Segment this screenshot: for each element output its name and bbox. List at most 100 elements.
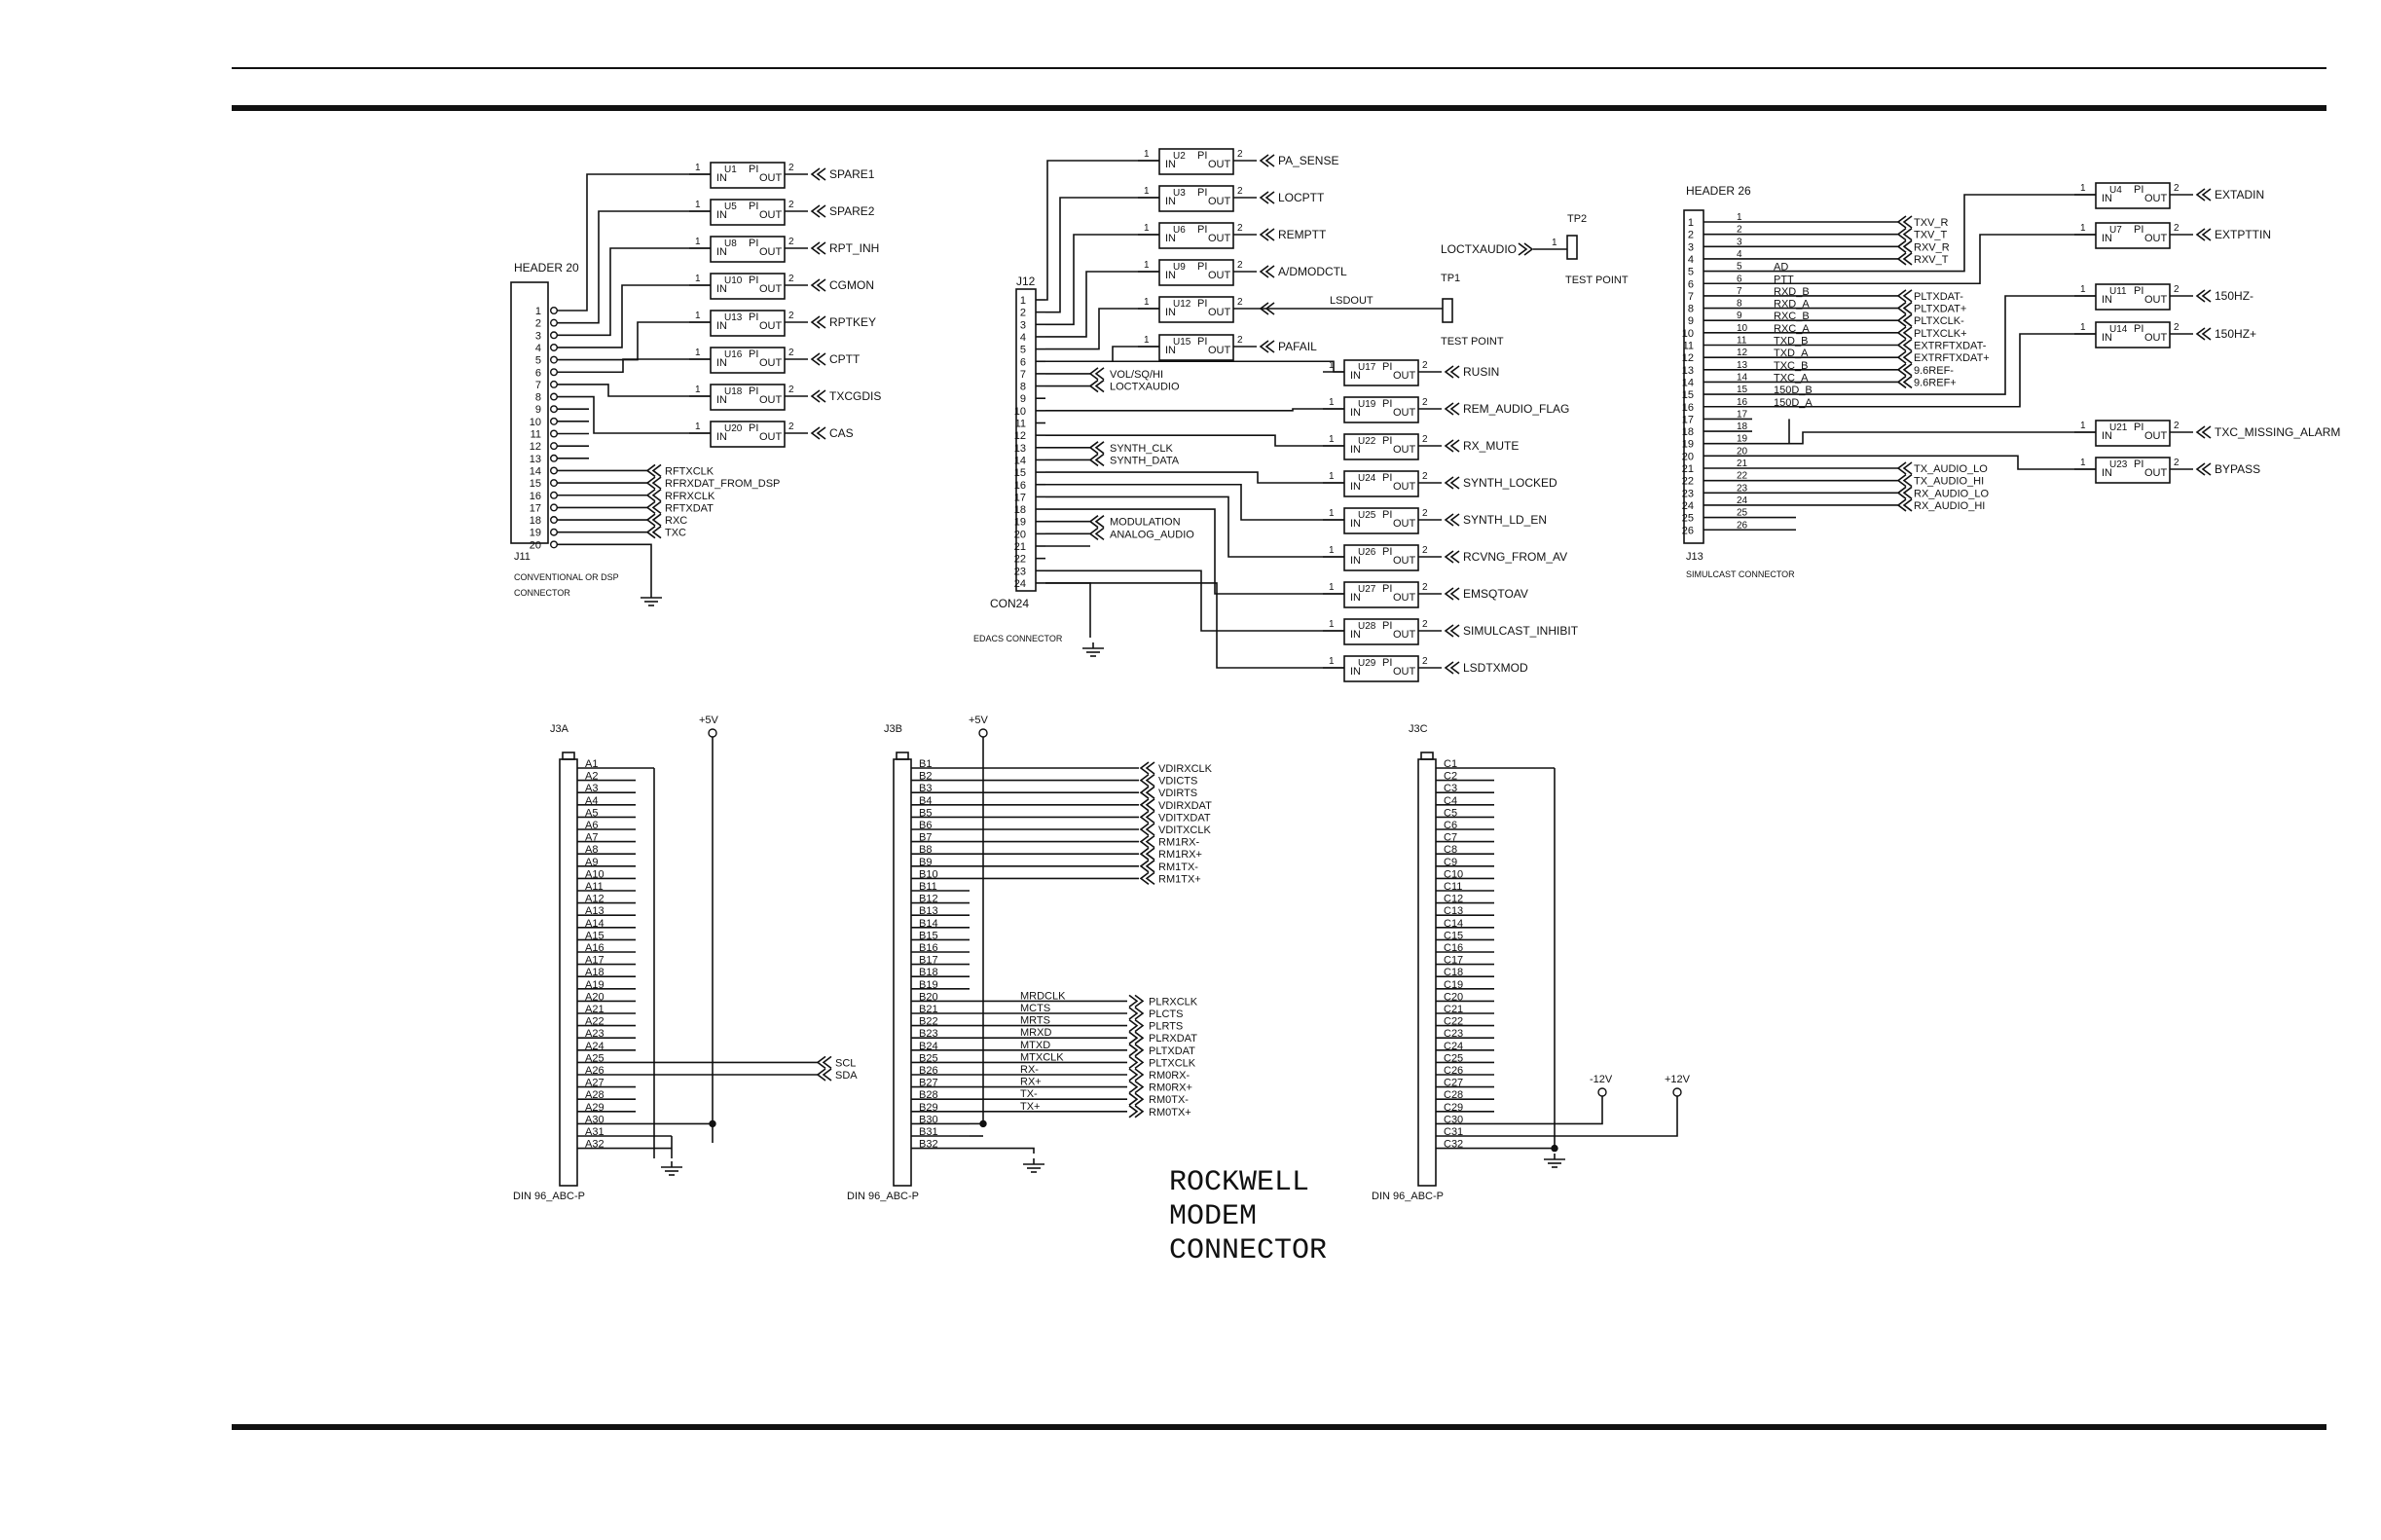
pin-label: AD — [1774, 262, 1788, 274]
pin-number: A14 — [585, 918, 604, 930]
pin-number: 9 — [535, 404, 541, 416]
pin-number: 1 — [695, 237, 701, 247]
pin-number: A31 — [585, 1126, 604, 1138]
port-chevron-icon — [816, 241, 826, 255]
net-label: TX+ — [1020, 1101, 1040, 1113]
pin-number: C8 — [1444, 844, 1457, 856]
din-ref: J3C — [1409, 723, 1428, 735]
port-chevron-icon — [816, 167, 826, 181]
signal-label: EMSQTOAV — [1463, 587, 1528, 601]
buffer-in-label: IN — [1165, 196, 1176, 207]
buffer-U2 — [1158, 148, 1234, 175]
port-chevron-icon — [1128, 1105, 1139, 1118]
port-chevron-icon — [1088, 453, 1099, 467]
pin-number: A25 — [585, 1052, 604, 1064]
pin-number: 2 — [2174, 322, 2180, 333]
pin-number: 1 — [1329, 397, 1335, 408]
pin-number: 20 — [1682, 451, 1694, 462]
buffer-in-label: IN — [1165, 159, 1176, 170]
buffer-in-label: IN — [1350, 407, 1361, 419]
port-chevron-icon — [1128, 1055, 1139, 1070]
pin-number: C3 — [1444, 783, 1457, 794]
buffer-ref: U10 — [724, 275, 743, 286]
pin-number: C9 — [1444, 857, 1457, 868]
pin-number: C32 — [1444, 1139, 1463, 1151]
pin-number: A26 — [585, 1065, 604, 1077]
pin-number: 4 — [535, 343, 541, 354]
port-chevron-icon — [1896, 252, 1907, 266]
signal-label: VOL/SQ/HI — [1110, 369, 1163, 381]
port-chevron-icon — [1094, 527, 1105, 540]
pin-number: 1 — [1329, 471, 1335, 482]
port-chevron-icon — [1902, 228, 1913, 241]
pin-number: B23 — [919, 1028, 938, 1040]
port-chevron-icon — [1902, 313, 1913, 327]
buffer-out-label: OUT — [759, 209, 783, 221]
port-chevron-icon — [810, 426, 821, 440]
tp2-label: TP2 — [1567, 213, 1587, 225]
buffer-pi-label: PI — [749, 275, 758, 286]
buffer-U1 — [710, 162, 786, 189]
j11-wire — [557, 395, 711, 434]
port-chevron-icon — [1088, 441, 1099, 455]
port-chevron-icon — [1902, 252, 1913, 266]
buffer-pi-label: PI — [1382, 546, 1392, 558]
buffer-U23 — [2095, 457, 2171, 484]
buffer-U11 — [2095, 283, 2171, 311]
buffer-U3 — [1158, 185, 1234, 212]
port-chevron-icon — [816, 1055, 826, 1070]
pin-label: TXC_B — [1774, 360, 1808, 372]
port-chevron-icon — [645, 489, 656, 502]
buffer-U9 — [1158, 259, 1234, 286]
port-chevron-icon — [2201, 327, 2212, 341]
net-label: MRDCLK — [1020, 990, 1066, 1002]
port-chevron-icon — [1902, 289, 1913, 303]
pin-number: 13 — [530, 454, 541, 465]
buffer-out-label: OUT — [1393, 518, 1416, 530]
signal-label: PLRTS — [1149, 1021, 1183, 1033]
pin-number: 1 — [1329, 656, 1335, 667]
buffer-in-label: IN — [1165, 233, 1176, 244]
signal-label: SCL — [835, 1057, 856, 1069]
buffer-ref: U6 — [1173, 225, 1186, 236]
pin-number: C12 — [1444, 894, 1463, 905]
signal-label: RX_MUTE — [1463, 439, 1519, 453]
j12-wire — [1045, 471, 1344, 484]
buffer-ref: U9 — [1173, 262, 1186, 273]
pin-number: 1 — [695, 311, 701, 321]
pin-number: C28 — [1444, 1089, 1463, 1101]
port-chevron-icon — [2195, 289, 2206, 303]
pin-number: 13 — [1737, 360, 1748, 371]
port-chevron-icon — [1896, 486, 1907, 499]
port-chevron-icon — [1264, 340, 1275, 353]
port-chevron-icon — [1264, 191, 1275, 204]
signal-label: SPARE2 — [829, 204, 875, 218]
buffer-out-label: OUT — [1393, 370, 1416, 382]
pin-number: 2 — [2174, 284, 2180, 295]
port-chevron-icon — [1134, 1031, 1145, 1045]
buffer-in-label: IN — [1350, 592, 1361, 604]
pin-number: B15 — [919, 930, 938, 941]
port-chevron-icon — [645, 463, 656, 478]
port-chevron-icon — [2201, 188, 2212, 202]
pin-number: C13 — [1444, 905, 1463, 917]
pin-number: 18 — [1014, 504, 1026, 516]
pin-number: 17 — [1737, 409, 1748, 420]
pin-number: A23 — [585, 1028, 604, 1040]
buffer-in-label: IN — [716, 209, 727, 221]
pin-number: 18 — [1682, 426, 1694, 438]
port-chevron-icon — [1449, 550, 1460, 564]
buffer-ref: U20 — [724, 423, 743, 434]
port-chevron-icon — [1902, 498, 1913, 512]
port-chevron-icon — [1449, 476, 1460, 490]
pin-number: 19 — [1737, 434, 1748, 445]
port-chevron-icon — [2195, 462, 2206, 476]
pin-number: 15 — [530, 478, 541, 490]
buffer-pi-label: PI — [1197, 298, 1207, 310]
signal-label: PLRXDAT — [1149, 1033, 1197, 1045]
pin-number: 2 — [1237, 149, 1243, 160]
din-body-J3A — [559, 758, 578, 1187]
signal-label: LSDTXMOD — [1463, 661, 1528, 675]
buffer-ref: U1 — [724, 165, 737, 175]
buffer-in-label: IN — [716, 431, 727, 443]
